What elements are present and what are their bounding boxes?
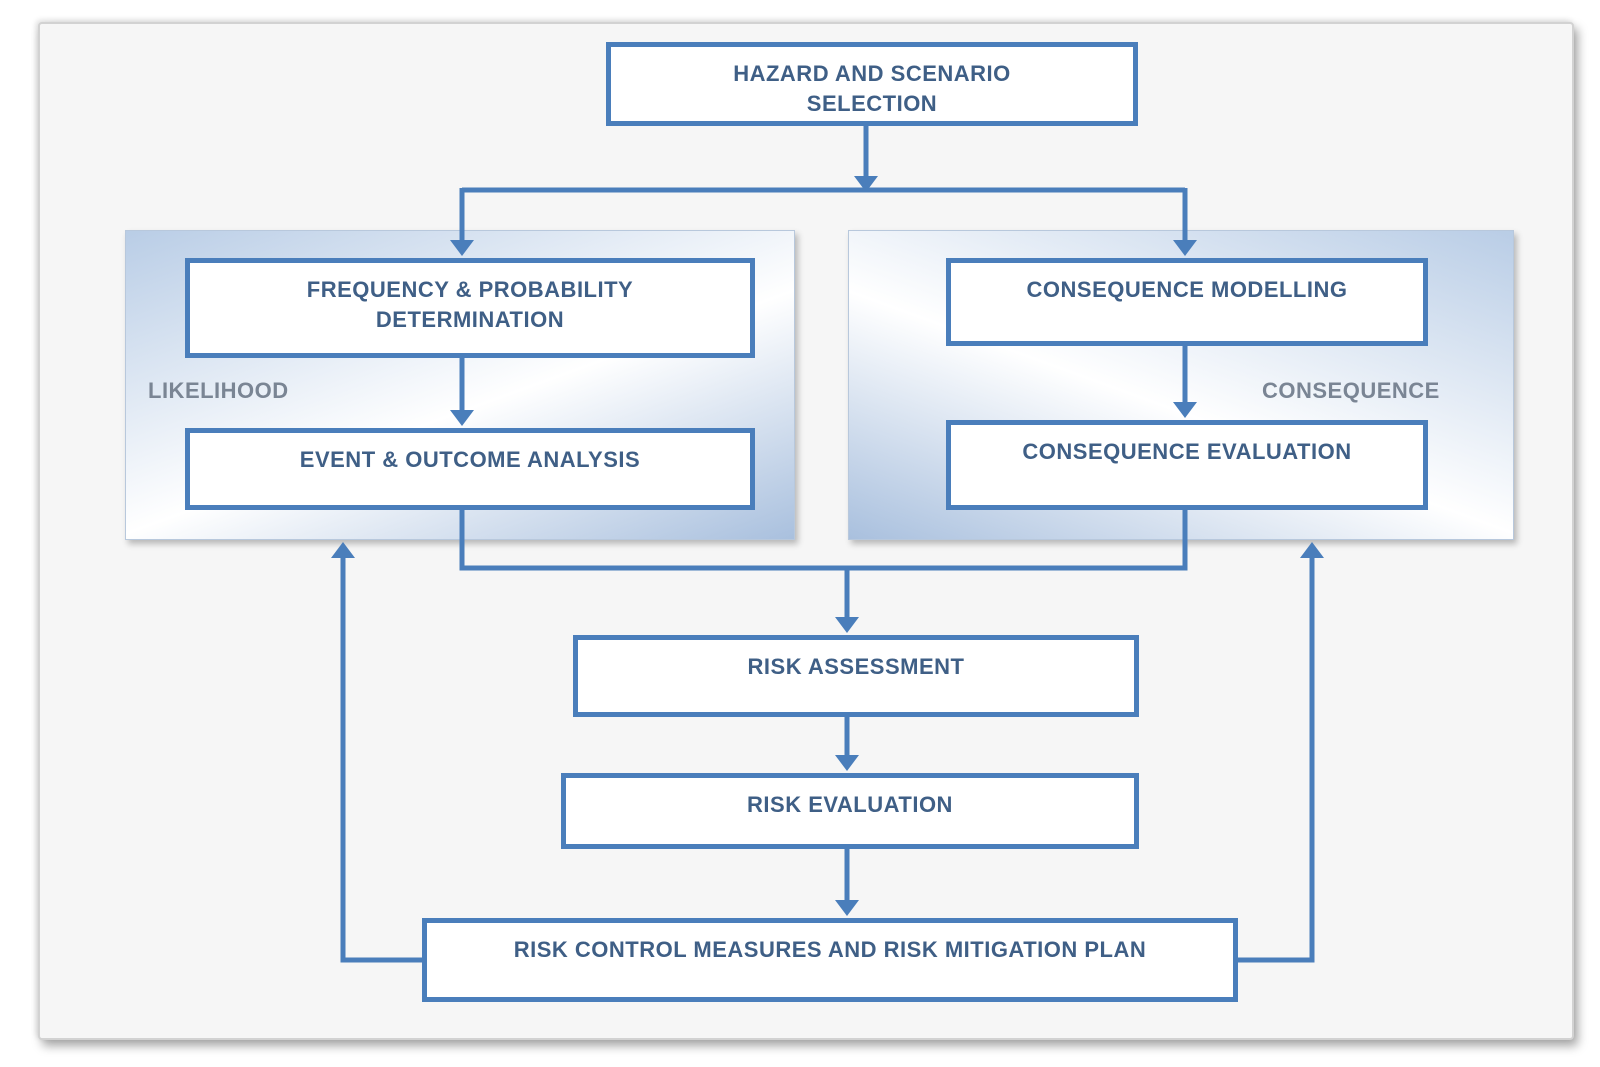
hazard-scenario-selection-box: HAZARD AND SCENARIO SELECTION	[606, 42, 1138, 126]
consequence-modelling-box: CONSEQUENCE MODELLING	[946, 258, 1428, 346]
frequency-probability-box: FREQUENCY & PROBABILITY DETERMINATION	[185, 258, 755, 358]
risk-assessment-box: RISK ASSESSMENT	[573, 635, 1139, 717]
risk-evaluation-box: RISK EVALUATION	[561, 773, 1139, 849]
consequence-evaluation-box: CONSEQUENCE EVALUATION	[946, 420, 1428, 510]
consequence-group-label: CONSEQUENCE	[1262, 378, 1440, 403]
likelihood-group-label: LIKELIHOOD	[148, 378, 289, 403]
risk-control-mitigation-box: RISK CONTROL MEASURES AND RISK MITIGATIO…	[422, 918, 1238, 1002]
event-outcome-analysis-box: EVENT & OUTCOME ANALYSIS	[185, 428, 755, 510]
